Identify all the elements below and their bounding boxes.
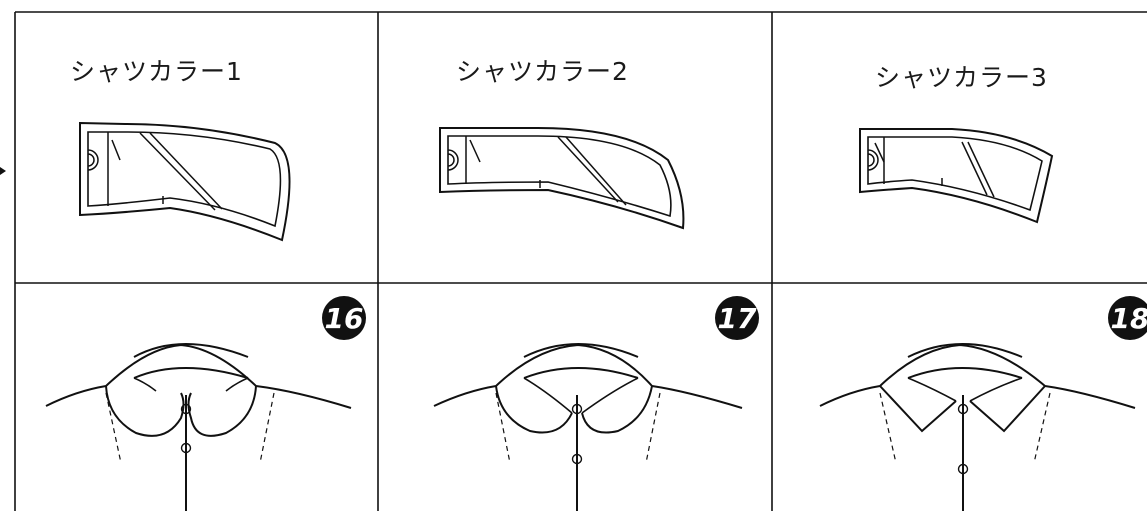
panel-3-title: シャツカラー3 — [875, 63, 1048, 92]
panel-2-number-badge: 17 — [715, 296, 759, 340]
arrow-marker — [0, 167, 6, 175]
panel-1-title: シャツカラー1 — [70, 57, 243, 86]
collar-pattern-1-icon — [79, 121, 291, 242]
panel-3-number-badge: 18 — [1108, 296, 1147, 340]
rounded-collar-shirt-1-icon — [45, 343, 352, 511]
collar-pattern-3-icon — [859, 128, 1054, 224]
pointed-collar-shirt-3-icon — [819, 343, 1136, 511]
collar-pattern-2-icon — [439, 127, 685, 230]
panel-1-number-badge: 16 — [322, 296, 366, 340]
rounded-collar-shirt-2-icon — [433, 343, 743, 511]
panel-2-title: シャツカラー2 — [456, 57, 629, 86]
